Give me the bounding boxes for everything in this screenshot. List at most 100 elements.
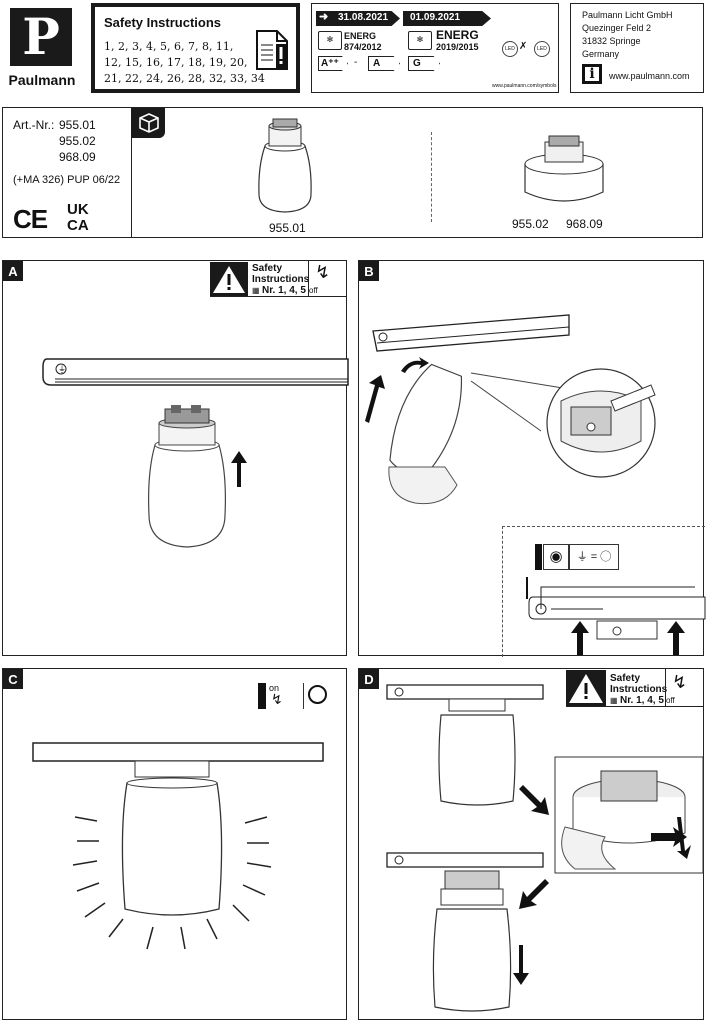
- panel-a-safety-1: Safety: [252, 263, 283, 274]
- panel-d-safety-nr: Nr. 1, 4, 5: [620, 695, 664, 706]
- eu-flag-icon-2: ✻: [408, 31, 432, 50]
- company-country: Germany: [582, 49, 620, 59]
- dashed-divider: [431, 132, 432, 222]
- panel-d-divider: [665, 669, 666, 706]
- product-968-09-label: 968.09: [566, 217, 603, 231]
- energy-class-new: G: [408, 56, 440, 71]
- panel-a-header-line: [210, 296, 346, 297]
- energy-word-2: ENERG: [436, 28, 479, 42]
- attention-icon: [535, 544, 542, 570]
- up-arrow-left-icon: [571, 621, 589, 655]
- led-not-replaceable-icon: ✗: [519, 41, 528, 52]
- detail-box-dashed: [502, 526, 705, 657]
- panel-d-detail-box: [554, 756, 704, 874]
- panel-d-spotlight-bottom: [432, 870, 512, 1012]
- logo-mark: P: [10, 8, 72, 66]
- panel-d-rail-bottom: [386, 852, 544, 868]
- track-rail-angled: [372, 314, 570, 352]
- safety-numbers-3: 21, 22, 24, 26, 28, 32, 33, 34: [104, 72, 265, 85]
- panel-d-safety-2: Instructions: [610, 684, 668, 695]
- article-number-3: 968.09: [59, 150, 96, 164]
- switch-on-icon: ↯: [271, 691, 283, 707]
- ground-equals-icon: ⏚ = ◯: [569, 544, 619, 570]
- company-name: Paulmann Licht GmbH: [582, 10, 673, 20]
- panel-a-off: off: [309, 286, 318, 295]
- panel-c-on: on: [269, 683, 280, 693]
- detail-circle-zoom: [470, 368, 656, 478]
- panel-a-safety-nr: Nr. 1, 4, 5: [262, 285, 306, 296]
- product-955-02-label: 955.02: [512, 217, 549, 231]
- info-icon: i: [582, 64, 602, 84]
- panel-a-doc-icon: ▦: [252, 286, 260, 295]
- diagonal-arrow-down-icon: [519, 785, 549, 815]
- ukca-mark-bottom: CA: [67, 217, 89, 234]
- dimmer-icon: [303, 683, 329, 709]
- panel-c: C on ↯: [2, 668, 347, 1020]
- light-rays: [72, 816, 272, 950]
- svg-text:⏚: ⏚: [58, 365, 66, 374]
- eye-icon: ◉: [543, 544, 569, 570]
- date-1: 31.08.2021: [338, 12, 389, 23]
- eu-flag-icon-1: ✻: [318, 31, 342, 50]
- paulmann-logo: P Paulmann: [2, 2, 82, 94]
- spotlight-drawing: [148, 405, 226, 548]
- ukca-mark-top: UK: [67, 201, 89, 218]
- track-rail: ⏚: [42, 358, 349, 386]
- energy-class-dash: -: [354, 57, 358, 68]
- product-955-01-label: 955.01: [269, 221, 306, 235]
- panel-c-attention-icon: [258, 683, 266, 709]
- package-icon: [131, 108, 165, 138]
- panel-b: B ◉ ⏚ = ◯: [358, 260, 706, 657]
- company-city: 31832 Springe: [582, 36, 641, 46]
- date-arrow-2: [403, 11, 491, 26]
- up-arrow-right-icon: [667, 621, 685, 655]
- article-number-2: 955.02: [59, 134, 96, 148]
- regulation-1: 874/2012: [344, 42, 382, 52]
- rotate-arrow-icon: [401, 357, 429, 373]
- led-bulb-icon: LED: [502, 41, 518, 57]
- panel-d-power-off-icon: ↯: [672, 672, 688, 692]
- up-arrow-icon: [231, 451, 247, 487]
- product-955-01-drawing: [258, 118, 312, 213]
- panel-a: A Safety Instructions ▦ Nr. 1, 4, 5 ↯ of…: [2, 260, 349, 656]
- product-955-02-drawing: [524, 135, 604, 202]
- article-label: Art.-Nr.:: [13, 118, 55, 132]
- down-arrow-icon: [513, 945, 529, 985]
- regulation-2: 2019/2015: [436, 42, 479, 52]
- ceiling-bar: [32, 742, 324, 762]
- panel-d-label: D: [359, 669, 379, 689]
- power-off-icon: ↯: [315, 262, 331, 282]
- ce-mark: CE: [13, 204, 48, 234]
- warning-triangle-icon: [210, 262, 248, 296]
- panel-d: D Safety Instructions ▦ Nr. 1, 4, 5 ↯ of…: [358, 668, 704, 1020]
- energy-class-from: A⁺⁺: [318, 56, 348, 71]
- date-arrow-1: [316, 11, 400, 26]
- article-note: (+MA 326) PUP 06/22: [13, 174, 121, 186]
- panel-a-divider: [308, 261, 309, 296]
- energy-label-box: ➜ 31.08.2021 01.09.2021 ✻ ENERG 874/2012…: [311, 3, 559, 93]
- panel-a-safety-2: Instructions: [252, 274, 310, 285]
- panel-d-warning-icon: [566, 670, 606, 706]
- energy-class-to: A: [368, 56, 400, 71]
- panel-d-doc-icon: ▦: [610, 696, 618, 705]
- safety-title: Safety Instructions: [104, 15, 222, 30]
- safety-instructions-box: Safety Instructions 1, 2, 3, 4, 5, 6, 7,…: [91, 3, 300, 93]
- company-website: www.paulmann.com: [609, 71, 690, 81]
- panel-a-label: A: [3, 261, 23, 281]
- insert-arrow-icon: [365, 375, 385, 423]
- panel-b-label: B: [359, 261, 379, 281]
- panel-d-header-line: [566, 706, 704, 707]
- product-overview: Art.-Nr.: 955.01 955.02 968.09 (+MA 326)…: [2, 107, 703, 238]
- arrow-chevron-icon: ➜: [319, 11, 329, 23]
- brand-name: Paulmann: [8, 72, 76, 88]
- panel-c-label: C: [3, 669, 23, 689]
- diagonal-arrow-left-icon: [519, 879, 549, 909]
- led-module-icon: LED: [534, 41, 550, 57]
- panel-d-off: off: [666, 696, 675, 705]
- company-street: Quezinger Feld 2: [582, 23, 652, 33]
- rail-detail: [526, 577, 706, 640]
- safety-numbers-2: 12, 15, 16, 17, 18, 19, 20,: [104, 56, 248, 69]
- vertical-divider: [131, 108, 132, 237]
- company-box: Paulmann Licht GmbH Quezinger Feld 2 318…: [570, 3, 704, 93]
- safety-numbers-1: 1, 2, 3, 4, 5, 6, 7, 8, 11,: [104, 40, 234, 53]
